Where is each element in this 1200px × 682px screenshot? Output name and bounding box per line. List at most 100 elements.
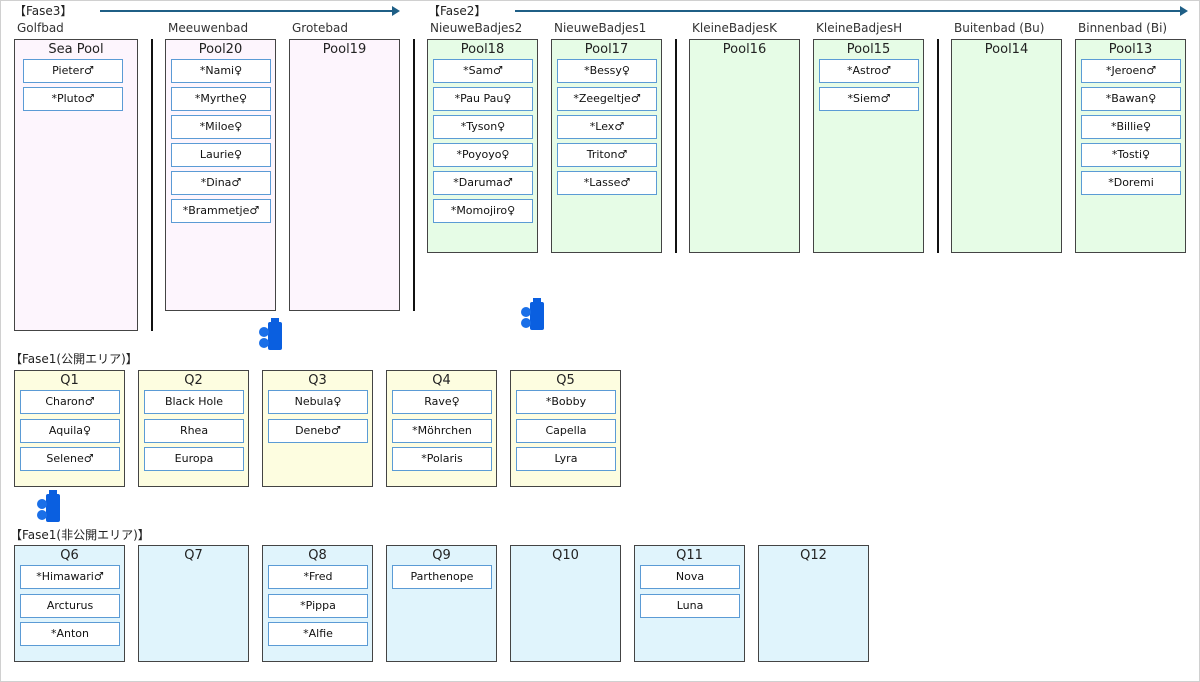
animal-card[interactable]: *Doremi [1081,171,1181,195]
animal-card[interactable]: *Anton [20,622,120,646]
animal-card[interactable]: Luna [640,593,740,618]
animal-card[interactable]: Triton♂ [557,143,657,167]
animal-card[interactable]: Laurie♀ [171,143,271,167]
pool-box: Q8 *Fred *Pippa *Alfie [262,545,373,662]
animal-card[interactable]: *Sam♂ [433,59,533,83]
pool-name: Pool15 [846,42,891,57]
pool-name: Q7 [184,548,203,563]
animal-card[interactable]: *Pau Pau♀ [433,87,533,111]
pool-box: Pool20 *Nami♀ *Myrthe♀ *Miloe♀ Laurie♀ *Dina♂… [165,39,276,311]
pool-name: Q6 [60,548,79,563]
area-label: NieuweBadjes2 [430,21,523,35]
animal-card[interactable]: *Nami♀ [171,59,271,83]
fase3-header: 【Fase3】 [14,4,73,18]
animal-card[interactable]: Black Hole [144,390,244,414]
pool-name: Q8 [308,548,327,563]
animal-card[interactable]: *Möhrchen [392,418,492,443]
pool-box: Pool16 [689,39,800,253]
divider [937,39,939,253]
pool-name: Q10 [552,548,579,563]
divider [151,39,153,331]
animal-card[interactable]: Rhea [144,418,244,443]
animal-card[interactable]: *Myrthe♀ [171,87,271,111]
pool-box: Pool14 [951,39,1062,253]
pool-box: Q12 [758,545,869,662]
pool-box: Pool15 *Astro♂ *Siem♂ [813,39,924,253]
pool-box: Q6 *Himawari♂ Arcturus *Anton [14,545,125,662]
pool-name: Q12 [800,548,827,563]
area-label: Buitenbad (Bu) [954,21,1045,35]
animal-card[interactable]: *Bessy♀ [557,59,657,83]
staff-icon [259,318,282,350]
animal-card[interactable]: *Bobby [516,390,616,414]
animal-card[interactable]: Nova [640,565,740,589]
animal-card[interactable]: Parthenope [392,565,492,589]
area-label: NieuweBadjes1 [554,21,647,35]
pool-name: Q1 [60,373,79,388]
animal-card[interactable]: *Himawari♂ [20,565,120,589]
pool-name: Sea Pool [48,42,104,57]
pool-name: Q9 [432,548,451,563]
animal-card[interactable]: *Polaris [392,447,492,471]
animal-card[interactable]: *Pluto♂ [23,87,123,111]
pool-name: Pool14 [984,42,1029,57]
pool-name: Pool17 [584,42,629,57]
pool-box: Pool17 *Bessy♀ *Zeegeltje♂ *Lex♂ Triton♂ *Las… [551,39,662,253]
animal-card[interactable]: *Fred [268,565,368,589]
animal-card[interactable]: *Bawan♀ [1081,87,1181,111]
area-label: Binnenbad (Bi) [1078,21,1168,35]
pool-name: Q2 [184,373,203,388]
animal-card[interactable]: *Zeegeltje♂ [557,87,657,111]
animal-card[interactable]: Nebula♀ [268,390,368,414]
divider [675,39,677,253]
animal-card[interactable]: *Lasse♂ [557,171,657,195]
animal-card[interactable]: *Siem♂ [819,87,919,111]
pool-name: Q5 [556,373,575,388]
animal-card[interactable]: *Alfie [268,622,368,646]
animal-card[interactable]: *Tyson♀ [433,115,533,139]
area-label: KleineBadjesH [816,21,903,35]
animal-card[interactable]: Europa [144,447,244,471]
animal-card[interactable]: Capella [516,418,616,443]
animal-card[interactable]: *Astro♂ [819,59,919,83]
animal-card[interactable]: *Lex♂ [557,115,657,139]
animal-card[interactable]: *Billie♀ [1081,115,1181,139]
animal-card[interactable]: Lyra [516,447,616,471]
animal-card[interactable]: *Miloe♀ [171,115,271,139]
fase3-arrow [100,6,400,16]
animal-card[interactable]: Deneb♂ [268,418,368,443]
pool-box: Pool18 *Sam♂ *Pau Pau♀ *Tyson♀ *Poyoyo♀ *Daru… [427,39,538,253]
animal-card[interactable]: *Poyoyo♀ [433,143,533,167]
animal-card[interactable]: Selene♂ [20,447,120,471]
area-label: KleineBadjesK [692,21,777,35]
staff-icon [521,298,544,330]
animal-card[interactable]: *Daruma♂ [433,171,533,195]
animal-card[interactable]: Arcturus [20,593,120,618]
animal-card[interactable]: *Jeroen♂ [1081,59,1181,83]
pool-box: Q7 [138,545,249,662]
animal-card[interactable]: Rave♀ [392,390,492,414]
pool-box: Q10 [510,545,621,662]
area-label: Grotebad [292,21,348,35]
pool-name: Pool16 [722,42,767,57]
pool-name: Pool20 [198,42,243,57]
animal-card[interactable]: *Dina♂ [171,171,271,195]
pool-name: Pool19 [322,42,367,57]
animal-card[interactable]: *Pippa [268,593,368,618]
animal-card[interactable]: *Momojiro♀ [433,199,533,223]
animal-card[interactable]: *Tosti♀ [1081,143,1181,167]
animal-card[interactable]: Pieter♂ [23,59,123,83]
animal-card[interactable]: Aquila♀ [20,418,120,443]
area-label: Meeuwenbad [168,21,249,35]
pool-name: Q3 [308,373,327,388]
pool-name: Pool18 [460,42,505,57]
animal-card[interactable]: *Brammetje♂ [171,199,271,223]
animal-card[interactable]: Charon♂ [20,390,120,414]
